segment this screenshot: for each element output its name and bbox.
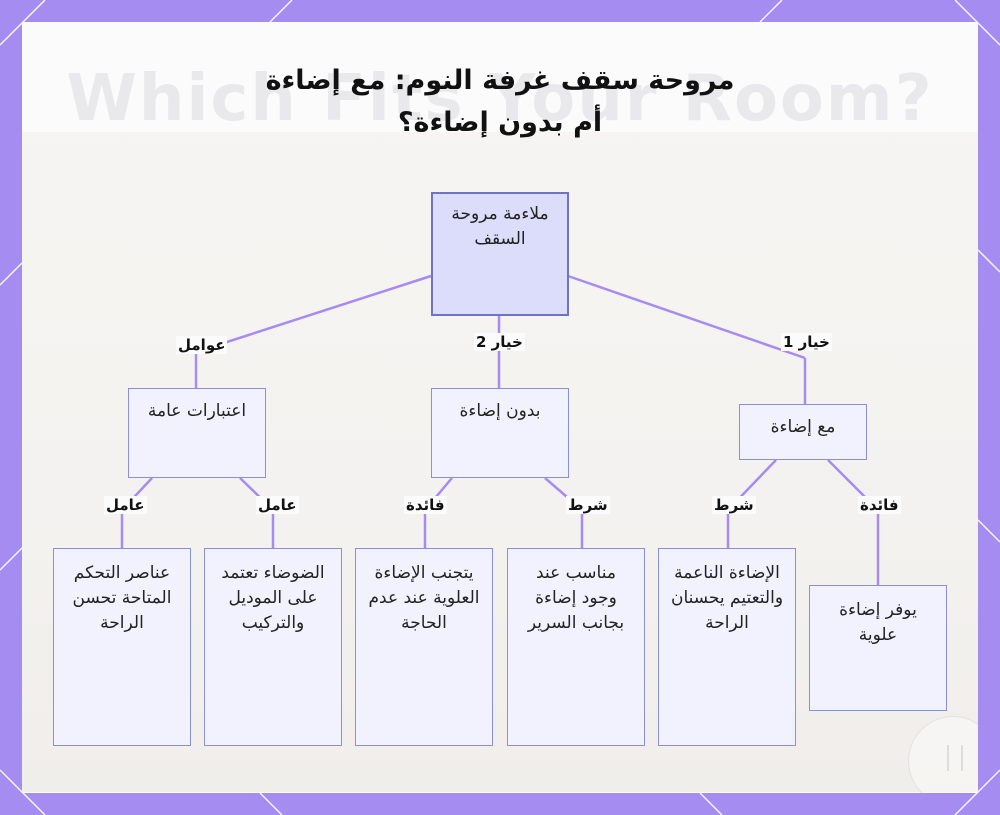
title-line-1: مروحة سقف غرفة النوم: مع إضاءة [265, 65, 735, 96]
edge-label-general-factor2: عامل [104, 496, 147, 514]
node-option2: بدون إضاءة [431, 388, 569, 478]
edge-label-option1-benefit: فائدة [858, 496, 901, 514]
watermark-logo [908, 716, 978, 793]
edge-root-option1 [567, 274, 806, 360]
diagram-title: مروحة سقف غرفة النوم: مع إضاءة أم بدون إ… [150, 60, 850, 144]
background-text: Which Fits Your Room? [66, 62, 934, 136]
node-option1-condition: الإضاءة الناعمة والتعتيم يحسنان الراحة [658, 548, 796, 746]
node-general: اعتبارات عامة [128, 388, 266, 478]
node-option1-benefit: يوفر إضاءة علوية [809, 585, 947, 711]
edge-root-factors [195, 274, 432, 354]
edge-label-option2-condition: شرط [566, 496, 610, 514]
node-option1: مع إضاءة [739, 404, 867, 460]
edge-label-option1-condition: شرط [712, 496, 756, 514]
node-option2-condition: مناسب عند وجود إضاءة بجانب السرير [507, 548, 645, 746]
edge-label-option1: خيار 1 [781, 333, 832, 351]
node-general-factor1: الضوضاء تعتمد على الموديل والتركيب [204, 548, 342, 746]
edge-label-option2-benefit: فائدة [404, 496, 447, 514]
edge-label-factors: عوامل [176, 336, 228, 354]
edge-label-general-factor1: عامل [256, 496, 299, 514]
title-line-2: أم بدون إضاءة؟ [397, 107, 603, 138]
edge-label-option2: خيار 2 [474, 333, 525, 351]
node-root: ملاءمة مروحة السقف [431, 192, 569, 316]
node-general-factor2: عناصر التحكم المتاحة تحسن الراحة [53, 548, 191, 746]
node-option2-benefit: يتجنب الإضاءة العلوية عند عدم الحاجة [355, 548, 493, 746]
